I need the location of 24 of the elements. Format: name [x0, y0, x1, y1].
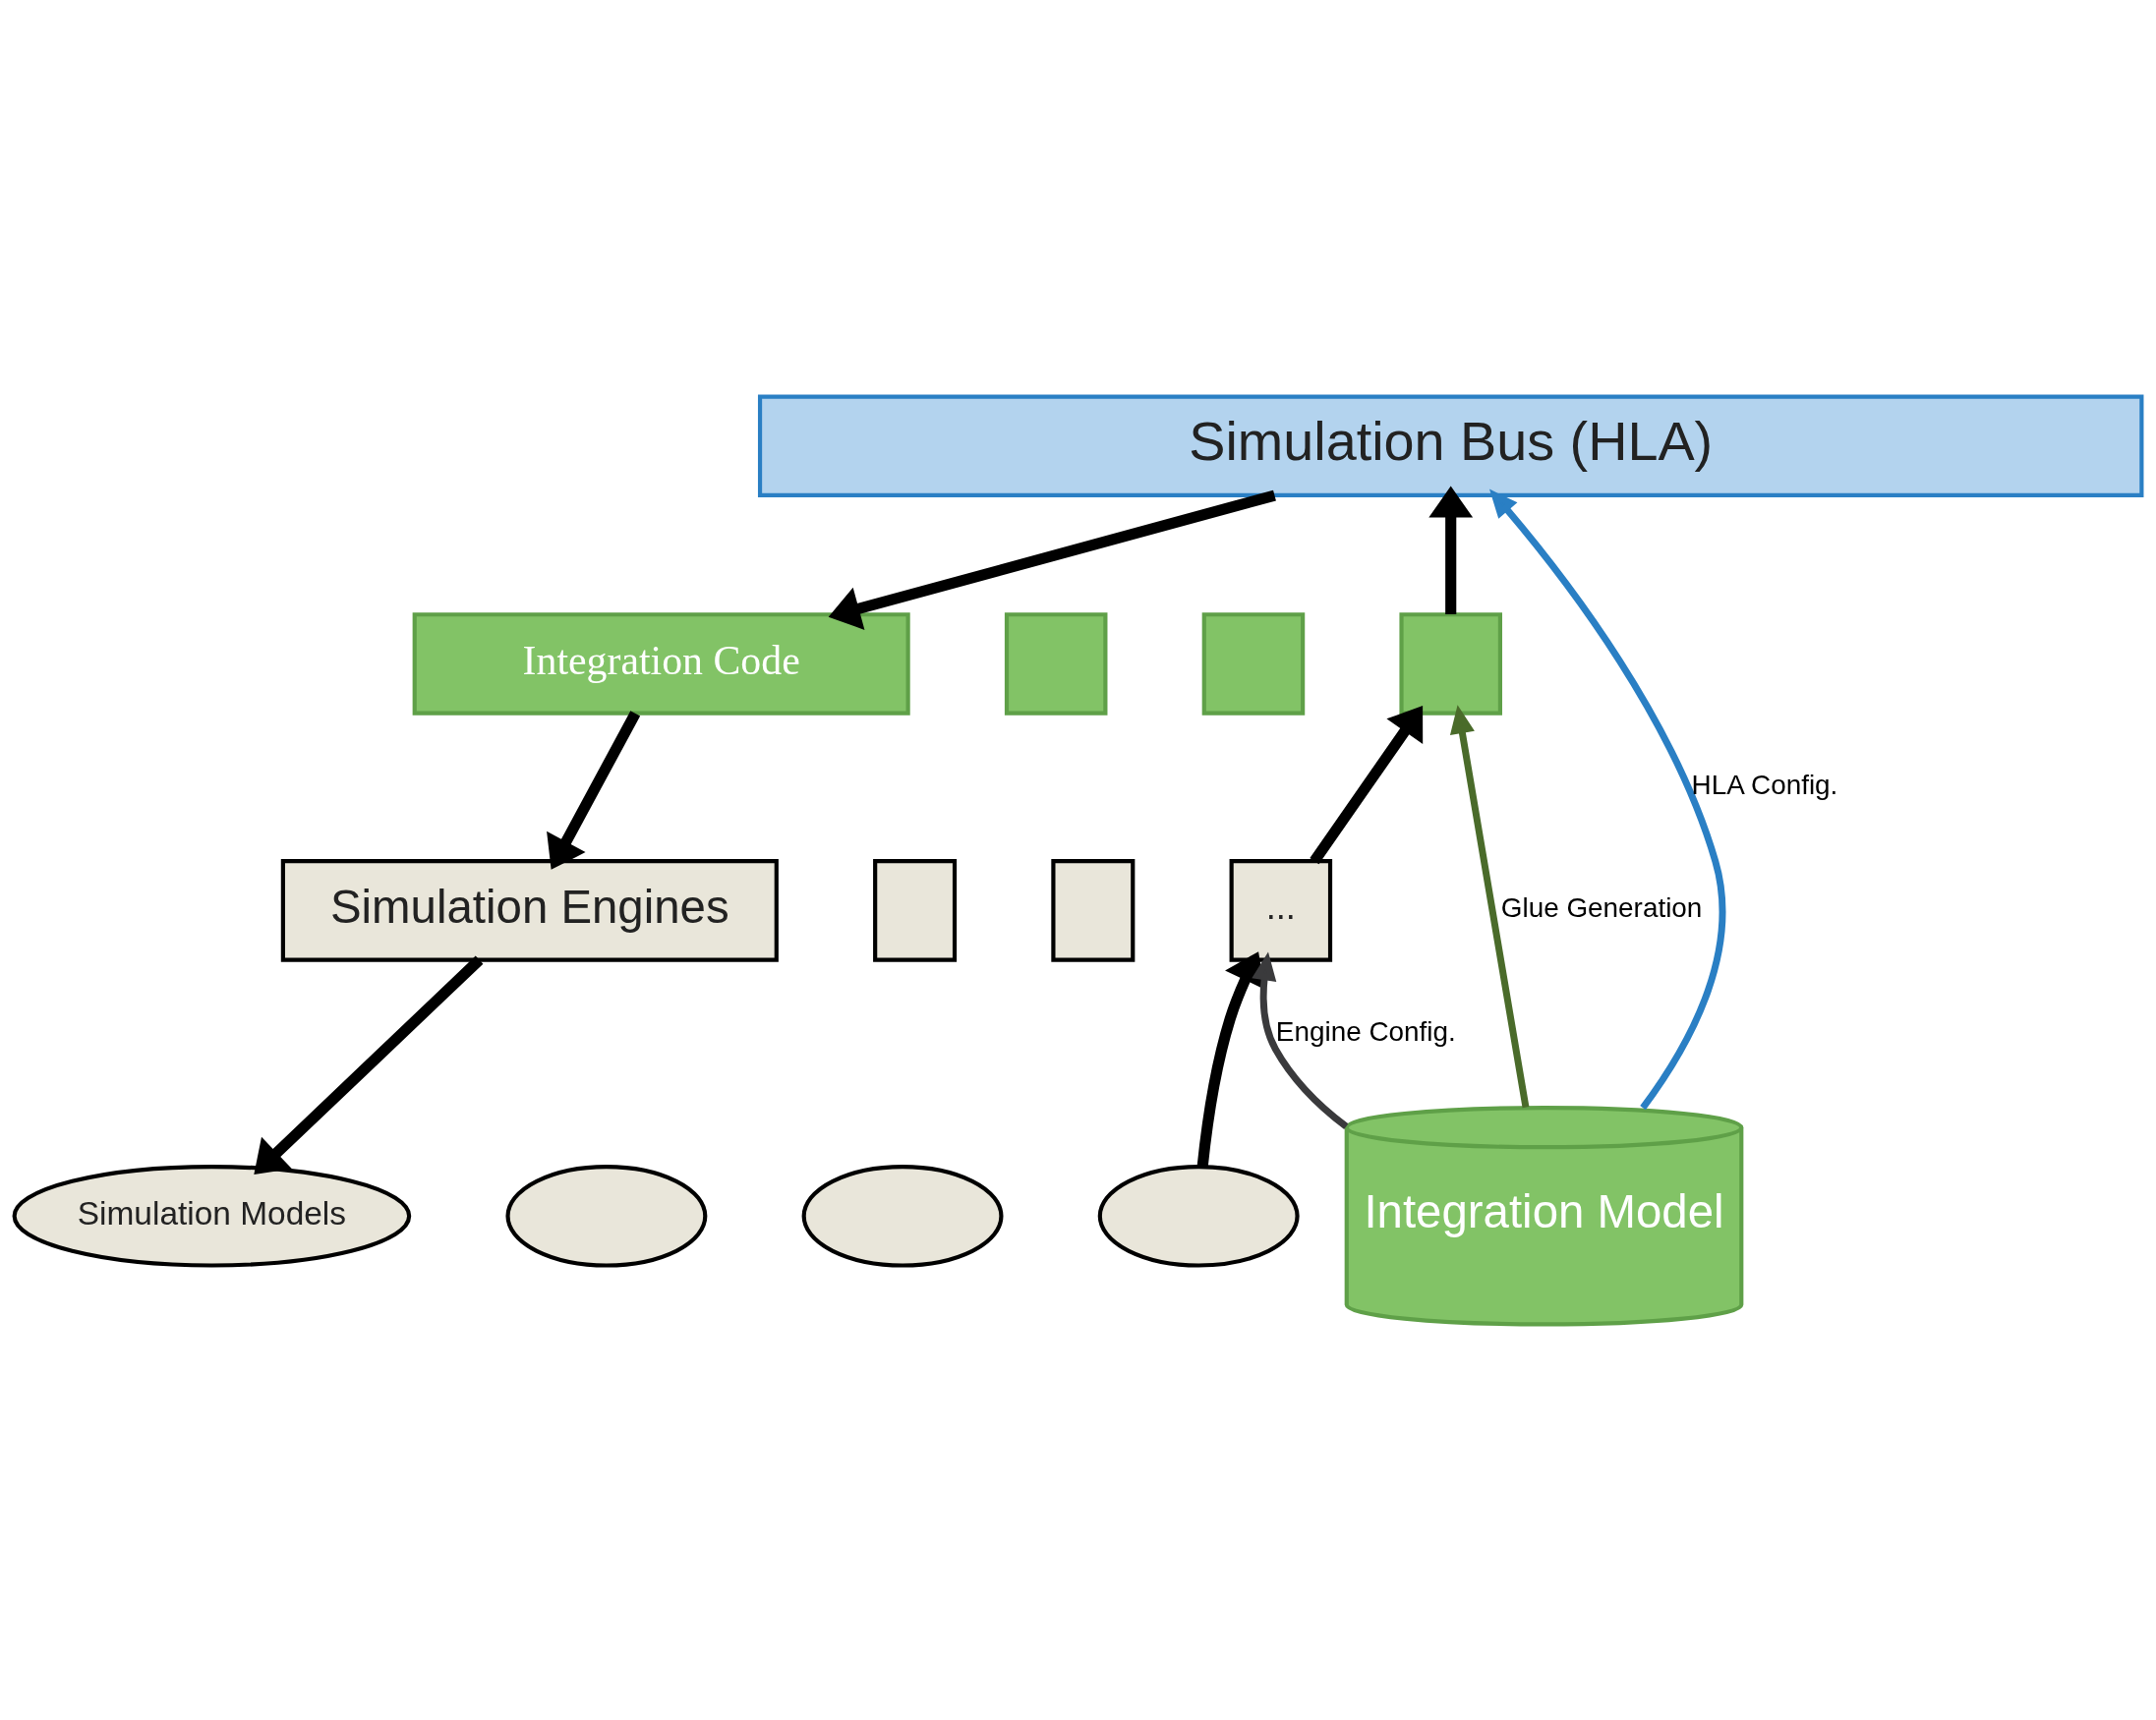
edge-label: Engine Config. [1275, 1015, 1456, 1047]
node-ellipse [801, 1164, 1004, 1268]
node-box: Integration Code [412, 611, 910, 716]
node-ellipse [1097, 1164, 1300, 1268]
edge-label: Glue Generation [1500, 891, 1703, 923]
arrow [828, 489, 1276, 630]
node-ellipse: Simulation Models [12, 1164, 412, 1268]
node-box [873, 858, 958, 962]
arrow [1428, 486, 1474, 614]
node-box [1399, 611, 1502, 716]
node-box [1051, 858, 1136, 962]
edge-label: HLA Config. [1691, 769, 1838, 800]
arrow [254, 955, 484, 1175]
arrow [547, 710, 641, 870]
arrow [1310, 705, 1424, 864]
node-box [1004, 611, 1108, 716]
node-box: Simulation Bus (HLA) [757, 394, 2144, 497]
node-box [1201, 611, 1306, 716]
node-ellipse [505, 1164, 708, 1268]
arrow [1252, 951, 1349, 1129]
node-box: ... [1229, 858, 1333, 962]
node-box: Simulation Engines [280, 858, 779, 962]
arrow [1449, 704, 1530, 1108]
arrow [1489, 488, 1726, 1110]
